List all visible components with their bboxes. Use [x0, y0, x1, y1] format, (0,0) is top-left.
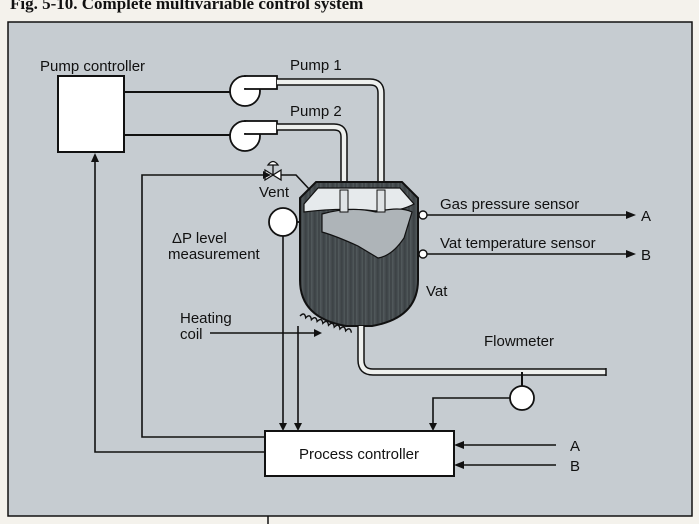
vat: [299, 181, 419, 327]
heating-coil-label-line1: Heating: [180, 310, 232, 327]
vat-temperature-sensor: [418, 249, 428, 259]
pump-controller-label: Pump controller: [40, 58, 145, 75]
flowmeter: [509, 385, 535, 411]
pump1-label: Pump 1: [290, 57, 342, 74]
pump-1: [229, 75, 278, 107]
input-a-label: A: [570, 438, 580, 455]
pump-controller-feedback-line: [94, 160, 265, 453]
vat-temperature-sensor-label: Vat temperature sensor: [440, 235, 596, 252]
process-controller-label: Process controller: [299, 446, 419, 463]
gas-pressure-sensor-label: Gas pressure sensor: [440, 196, 579, 213]
heating-coil-label-line2: coil: [180, 326, 203, 343]
vat-label: Vat: [426, 283, 448, 300]
process-controller-box: [264, 430, 455, 477]
pump2-label: Pump 2: [290, 103, 342, 120]
gas-pressure-sensor: [418, 210, 428, 220]
heating-coil: [299, 313, 353, 333]
vent-arrow: [263, 171, 271, 179]
output-b-label: B: [641, 247, 651, 264]
vent-valve: [264, 160, 311, 191]
delta-p-label-line2: measurement: [168, 246, 261, 263]
vent-control-line: [141, 174, 265, 438]
flowmeter-label: Flowmeter: [484, 333, 554, 350]
figure-caption: Fig. 5-10. Complete multivariable contro…: [10, 0, 363, 13]
flow-signal-line: [432, 397, 510, 425]
level-transmitter: [268, 207, 298, 237]
pump-2: [229, 120, 278, 152]
vent-label: Vent: [259, 184, 290, 201]
pump-controller-box: [57, 75, 125, 153]
delta-p-label-line1: ΔP level: [172, 230, 227, 247]
output-a-label: A: [641, 208, 651, 225]
input-b-label: B: [570, 458, 580, 475]
